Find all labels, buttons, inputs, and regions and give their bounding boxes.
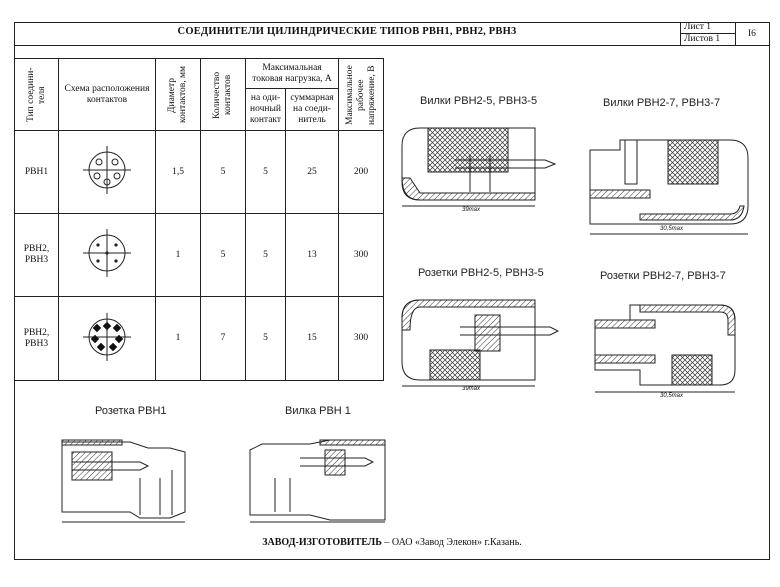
plug-rvn2-7-label: Вилки РВН2-7, РВН3-7 — [603, 97, 721, 109]
table-row: РВН1 1,5 5 5 25 200 — [14, 130, 384, 214]
plug-rvn2-5-drawing — [401, 127, 557, 207]
diameter-cell: 1 — [155, 213, 201, 297]
contact-layout-5-icon — [83, 146, 131, 195]
single-current-cell: 5 — [245, 130, 286, 214]
voltage-cell: 300 — [338, 213, 384, 297]
col-single-header: на оди-ночный контакт — [245, 88, 286, 131]
manufacturer-name: – ОАО «Завод Элекон» г.Казань. — [381, 537, 522, 548]
title-bar — [14, 22, 770, 46]
scheme-cell — [58, 296, 156, 381]
total-current-cell: 25 — [285, 130, 339, 214]
plug-rvn1-drawing — [249, 439, 386, 523]
dimension-label: 39max — [462, 386, 481, 392]
socket-rvn2-5-drawing — [401, 299, 560, 387]
document-title: СОЕДИНИТЕЛИ ЦИЛИНДРИЧЕСКИЕ ТИПОВ РВН1, Р… — [177, 26, 517, 37]
page-number: I6 — [748, 29, 756, 39]
type-cell: РВН2, РВН3 — [14, 213, 59, 297]
socket-rvn1-drawing — [61, 439, 186, 523]
dimension-label: 30,5max — [660, 393, 684, 399]
contact-layout-7-icon — [83, 312, 131, 361]
single-current-cell: 5 — [245, 296, 286, 381]
specs-table: Тип соедини-теля Схема расположения конт… — [14, 58, 384, 381]
col-total-header: суммарная на соеди-нитель — [285, 88, 339, 131]
sheet-number: Лист 1 — [684, 22, 712, 32]
manufacturer-footer: ЗАВОД-ИЗГОТОВИТЕЛЬ – ОАО «Завод Элекон» … — [14, 537, 770, 548]
scheme-cell — [58, 213, 156, 297]
divider — [735, 22, 736, 46]
table-row: РВН2, РВН3 1 7 5 15 300 — [14, 296, 384, 381]
table-row: РВН2, РВН3 1 5 5 13 300 — [14, 213, 384, 297]
socket-rvn1-label: Розетка РВН1 — [95, 405, 167, 417]
diameter-cell: 1,5 — [155, 130, 201, 214]
total-current-cell: 15 — [285, 296, 339, 381]
plug-rvn2-5-label: Вилки РВН2-5, РВН3-5 — [420, 95, 538, 107]
divider — [680, 22, 681, 46]
socket-rvn2-7-drawing — [594, 304, 736, 393]
sheet-count: Листов 1 — [684, 34, 721, 44]
socket-rvn2-5-label: Розетки РВН2-5, РВН3-5 — [418, 267, 544, 279]
contact-layout-5-icon — [83, 229, 131, 278]
type-cell: РВН1 — [14, 130, 59, 214]
plug-rvn2-7-drawing — [589, 139, 749, 235]
divider — [680, 33, 735, 34]
plug-rvn1-label: Вилка РВН 1 — [285, 405, 351, 417]
dimension-label: 30,5max — [660, 226, 684, 232]
dimension-label: 39max — [462, 207, 481, 213]
col-scheme-header: Схема расположения контактов — [58, 58, 156, 131]
count-cell: 5 — [200, 130, 246, 214]
socket-rvn2-7-label: Розетки РВН2-7, РВН3-7 — [600, 270, 726, 282]
total-current-cell: 13 — [285, 213, 339, 297]
voltage-cell: 300 — [338, 296, 384, 381]
manufacturer-label: ЗАВОД-ИЗГОТОВИТЕЛЬ — [262, 537, 382, 548]
voltage-cell: 200 — [338, 130, 384, 214]
diameter-cell: 1 — [155, 296, 201, 381]
count-cell: 5 — [200, 213, 246, 297]
col-voltage-header: Максимальное рабочее напряжение, В — [338, 58, 384, 131]
single-current-cell: 5 — [245, 213, 286, 297]
